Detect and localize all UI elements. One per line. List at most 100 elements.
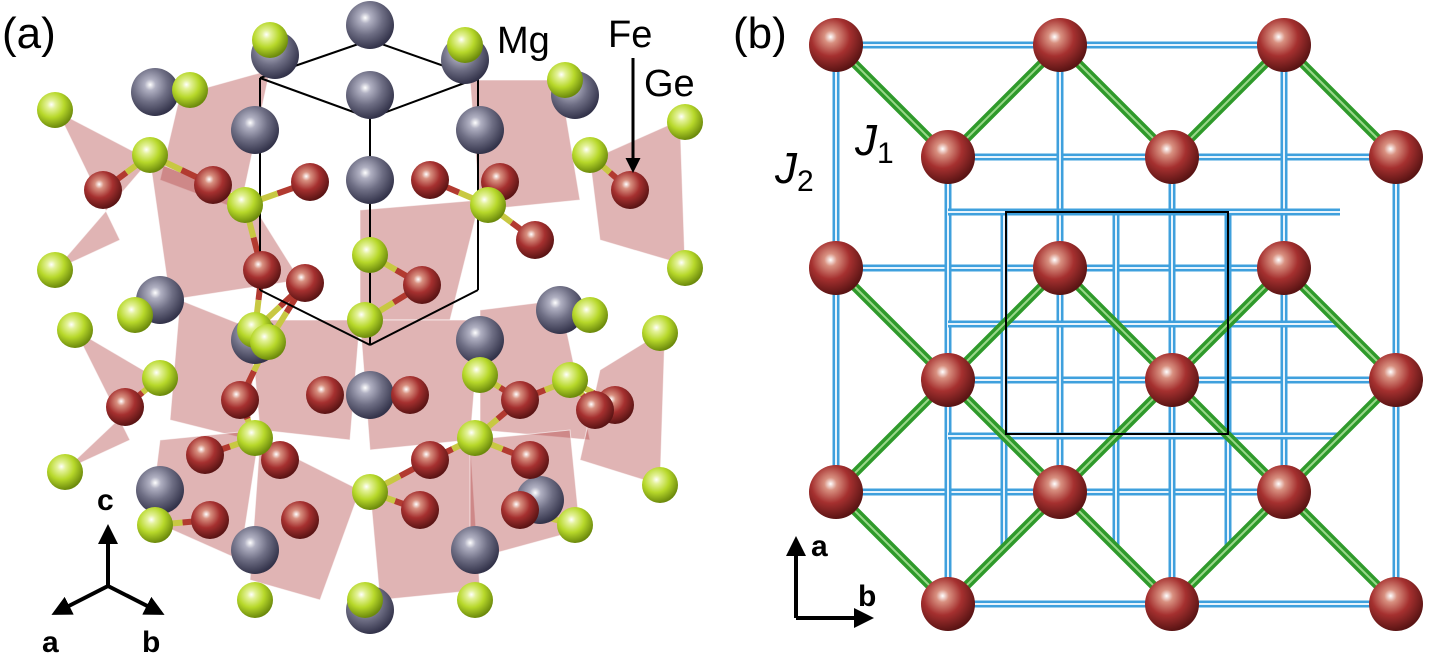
ge-atom: [117, 297, 153, 333]
fe-atom: [1145, 353, 1199, 407]
ge-atom: [557, 507, 593, 543]
ge-atom: [132, 137, 168, 173]
axes-triad-3d: c a b: [42, 484, 165, 659]
fe-atom: [243, 251, 281, 289]
fe-atom: [1369, 353, 1423, 407]
ge-atom: [457, 420, 493, 456]
ge-atom: [37, 92, 73, 128]
fe-atom: [191, 501, 229, 539]
fe-atom: [281, 501, 319, 539]
fe-atom: [261, 441, 299, 479]
fe-atom: [809, 18, 863, 72]
fe-atom: [186, 436, 224, 474]
fe-sites: [809, 18, 1423, 631]
ge-atom: [642, 467, 678, 503]
ge-label: Ge: [644, 63, 695, 105]
ge-atom: [470, 187, 506, 223]
fe-atom: [809, 241, 863, 295]
ge-atom: [227, 187, 263, 223]
panel-a-label: (a): [2, 9, 56, 58]
ge-atom: [47, 454, 83, 490]
fe-atom: [921, 353, 975, 407]
fe-atom: [501, 491, 539, 529]
ge-atom: [237, 420, 273, 456]
ge-atom: [352, 474, 388, 510]
fe-atom: [391, 376, 429, 414]
j2-label: J2: [774, 144, 814, 198]
ge-atom: [252, 22, 288, 58]
fe-atom: [1257, 18, 1311, 72]
fe-label: Fe: [608, 14, 652, 56]
fe-atom: [511, 441, 549, 479]
ge-atom: [667, 250, 703, 286]
mg-atom: [136, 466, 184, 514]
axis-c-label: c: [97, 484, 114, 517]
ge-atom: [347, 302, 383, 338]
unit-cell-square: [1005, 211, 1229, 435]
ge-atom: [142, 360, 178, 396]
fe-atom: [306, 376, 344, 414]
fe-atom: [501, 381, 539, 419]
fe-atom: [411, 441, 449, 479]
fe-atom: [401, 491, 439, 529]
fe-atom: [1145, 577, 1199, 631]
mg-atom: [346, 156, 394, 204]
fe-atom: [809, 465, 863, 519]
ge-atom: [237, 582, 273, 618]
axis-b-label: b: [142, 626, 160, 659]
ge-atom: [37, 252, 73, 288]
ge-atom: [57, 312, 93, 348]
fe-atom: [403, 266, 441, 304]
mg-atom: [456, 316, 504, 364]
ge-atom: [642, 315, 678, 351]
exchange-network-panel: (b) J2 J1 a b: [733, 9, 1423, 631]
mg-label: Mg: [497, 20, 550, 62]
fe-atom: [411, 161, 449, 199]
mg-atom: [456, 106, 504, 154]
ge-atom: [352, 237, 388, 273]
axis-a-label-b: a: [811, 530, 828, 563]
ge-atom: [572, 297, 608, 333]
ge-atom: [462, 357, 498, 393]
fe-atom: [1257, 241, 1311, 295]
axis-a-label: a: [42, 626, 59, 659]
fe-atom: [106, 388, 144, 426]
mg-atom: [231, 526, 279, 574]
atoms: [37, 1, 703, 634]
mg-atom: [346, 371, 394, 419]
fe-atom: [611, 171, 649, 209]
fe-atom: [1369, 577, 1423, 631]
fe-atom: [1145, 130, 1199, 184]
ge-atom: [552, 362, 588, 398]
ge-atom: [137, 507, 173, 543]
fe-atom: [1033, 465, 1087, 519]
fe-atom: [84, 171, 122, 209]
fe-atom: [921, 577, 975, 631]
mg-atom: [131, 68, 179, 116]
ge-atom: [172, 72, 208, 108]
fe-atom: [291, 163, 329, 201]
axis-b-label-b: b: [858, 580, 876, 613]
fe-atom: [1033, 18, 1087, 72]
mg-atom: [346, 1, 394, 49]
fe-atom: [286, 264, 324, 302]
fe-atom: [221, 381, 259, 419]
fe-atom: [921, 130, 975, 184]
fe-atom: [194, 166, 232, 204]
panel-b-label: (b): [733, 9, 787, 58]
fe-atom: [1257, 465, 1311, 519]
mg-atom: [346, 71, 394, 119]
unit-cell-edge: [259, 289, 371, 346]
unit-cell-edge: [369, 289, 479, 346]
fe-atom: [576, 391, 614, 429]
ge-atom: [447, 27, 483, 63]
ge-atom: [572, 137, 608, 173]
crystal-structure-panel: (a) Mg Fe Ge c a b: [2, 1, 703, 659]
unit-cell-edge: [259, 77, 371, 119]
mg-atom: [536, 286, 584, 334]
mg-atom: [451, 526, 499, 574]
fe-atom: [516, 221, 554, 259]
unit-cell-edge: [369, 77, 479, 119]
ge-atom: [547, 62, 583, 98]
